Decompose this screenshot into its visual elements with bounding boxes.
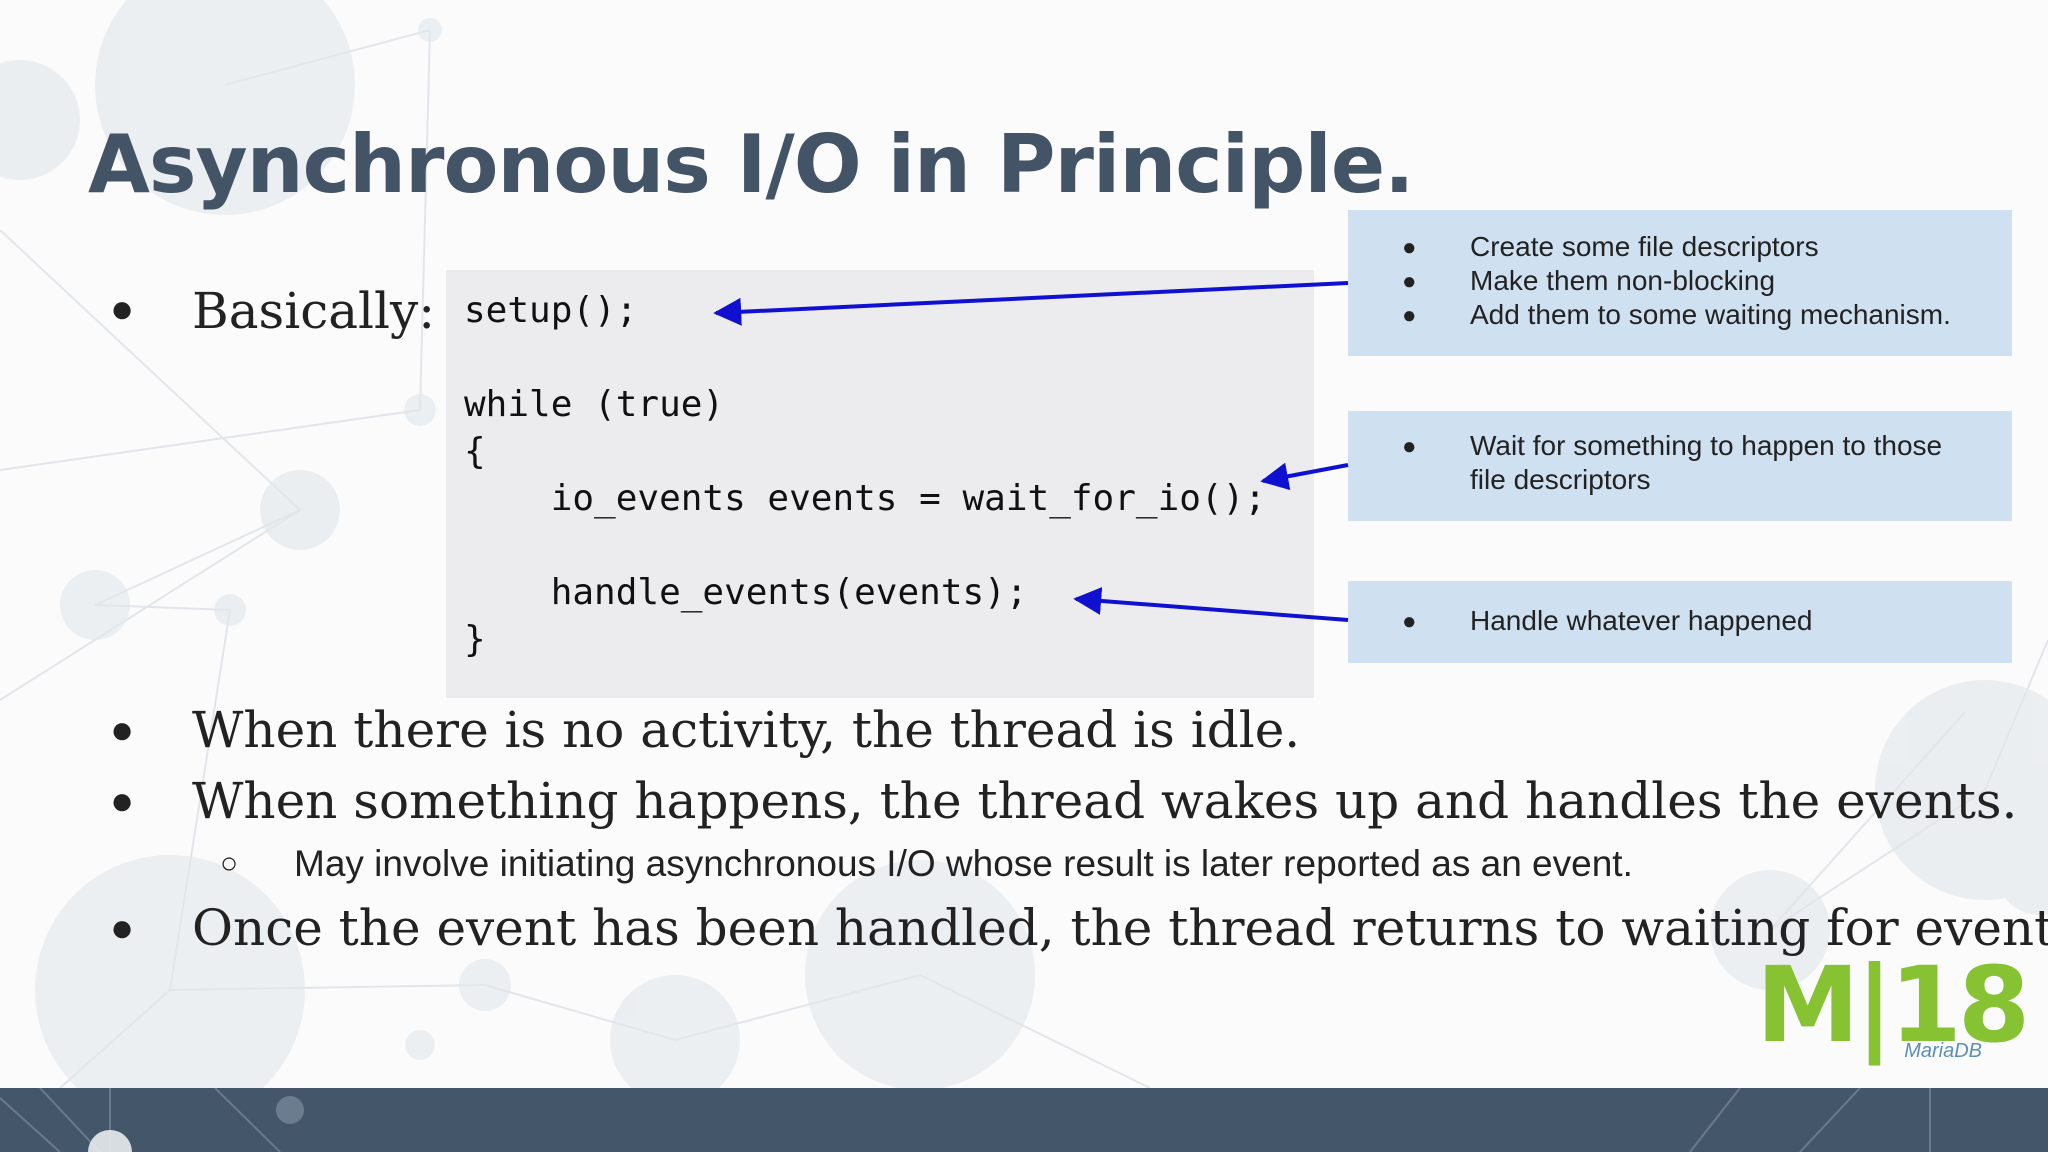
bullet-marker: ● bbox=[110, 906, 135, 950]
note-handle-line-1: Handle whatever happened bbox=[1470, 605, 1813, 636]
code-line-wait: io_events events = wait_for_io(); bbox=[464, 478, 1266, 519]
note-wait-line-1: Wait for something to happen to those bbox=[1470, 430, 1943, 461]
lead-label: Basically: bbox=[192, 282, 436, 340]
note-setup-line-3: Add them to some waiting mechanism. bbox=[1470, 299, 1951, 330]
bullet-marker: ● bbox=[110, 708, 135, 752]
code-line-while: while (true) bbox=[464, 384, 725, 425]
logo-m18-text: M|18 bbox=[1756, 944, 2030, 1066]
code-line-setup: setup(); bbox=[464, 290, 638, 331]
sub-bullet-async-io: May involve initiating asynchronous I/O … bbox=[294, 843, 1633, 884]
bullet-returns-to-waiting: Once the event has been handled, the thr… bbox=[192, 899, 2048, 957]
note-box-handle: ● Handle whatever happened bbox=[1348, 581, 2012, 663]
note-box-wait: ● Wait for something to happen to those … bbox=[1348, 411, 2012, 521]
footer-bar bbox=[0, 1088, 2048, 1152]
slide-title: Asynchronous I/O in Principle. bbox=[88, 118, 1414, 211]
note-bullet-marker: ● bbox=[1402, 268, 1417, 295]
code-line-close-brace: } bbox=[464, 619, 486, 660]
footer-decoration bbox=[0, 1088, 1931, 1152]
code-line-handle: handle_events(events); bbox=[464, 572, 1028, 613]
bullet-idle: When there is no activity, the thread is… bbox=[192, 701, 1301, 759]
note-bullet-marker: ● bbox=[1402, 433, 1417, 460]
sub-bullet-marker: ○ bbox=[220, 847, 239, 880]
note-bullet-marker: ● bbox=[1402, 608, 1417, 635]
note-setup-line-2: Make them non-blocking bbox=[1470, 265, 1776, 296]
bullet-marker: ● bbox=[110, 287, 135, 331]
note-bullet-marker: ● bbox=[1402, 234, 1417, 261]
note-bullet-marker: ● bbox=[1402, 302, 1417, 329]
note-setup-line-1: Create some file descriptors bbox=[1470, 231, 1819, 262]
code-block: setup(); while (true) { io_events events… bbox=[446, 270, 1314, 698]
logo-mariadb-text: MariaDB bbox=[1904, 1040, 1982, 1062]
code-line-open-brace: { bbox=[464, 431, 486, 472]
mariadb-m18-logo: M|18 MariaDB bbox=[1756, 944, 2030, 1080]
note-wait-line-2: file descriptors bbox=[1470, 464, 1651, 495]
bullet-wakes-up: When something happens, the thread wakes… bbox=[192, 772, 2018, 830]
bullet-marker: ● bbox=[110, 779, 135, 823]
note-box-setup: ● Create some file descriptors ● Make th… bbox=[1348, 210, 2012, 356]
